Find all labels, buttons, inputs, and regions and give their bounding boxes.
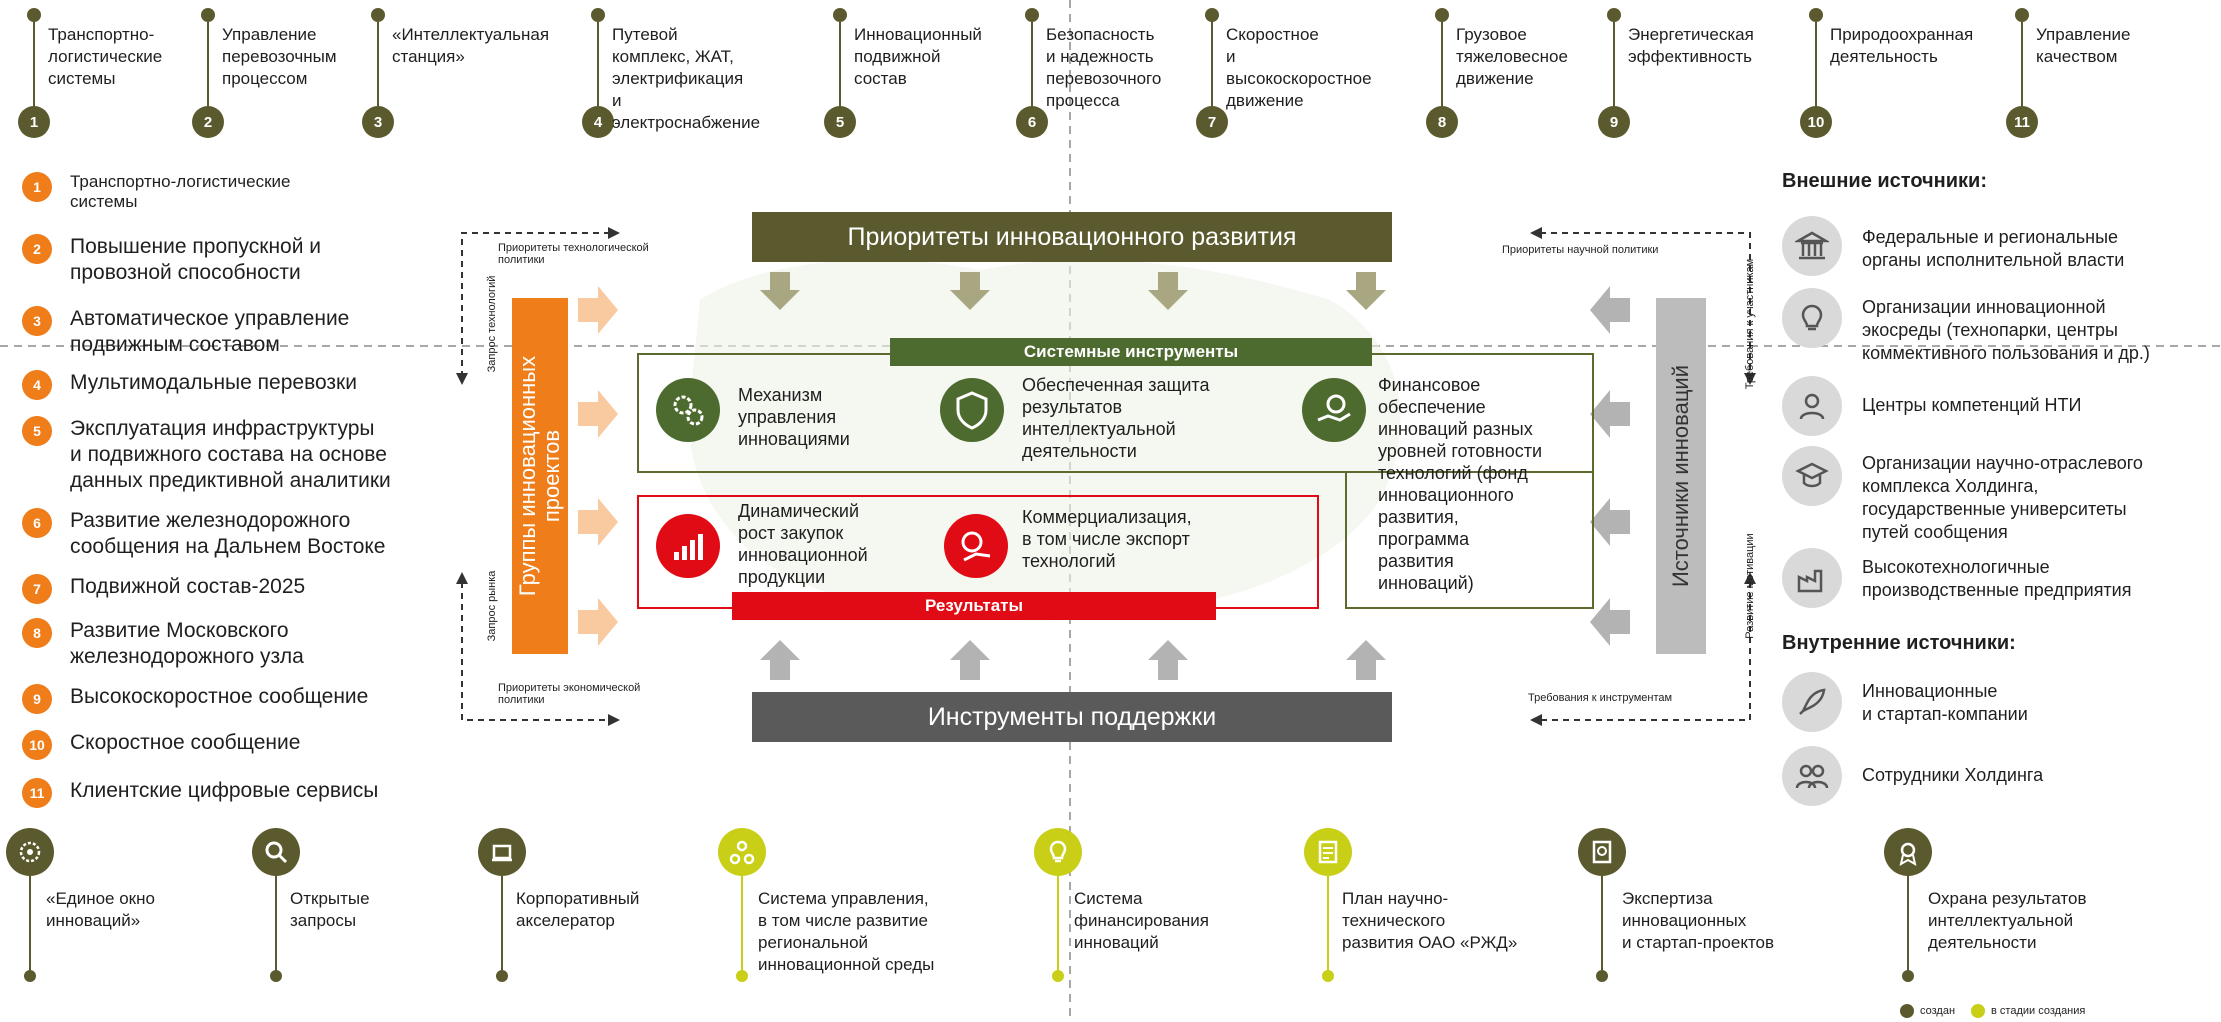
status-dot-created bbox=[1596, 970, 1608, 982]
tool-line bbox=[1057, 876, 1059, 972]
finance-bulb-icon bbox=[1034, 828, 1082, 876]
legend-created-label: создан bbox=[1920, 1005, 1956, 1017]
econ-priorities-label: Приоритеты экономической политики bbox=[498, 682, 641, 706]
internal-sources-header: Внутренние источники: bbox=[1782, 632, 2016, 654]
bottom-tool-2-label: Открытые запросы bbox=[290, 889, 370, 930]
person-icon bbox=[1782, 376, 1842, 436]
bottom-tool-3-label: Корпоративный акселератор bbox=[516, 889, 640, 930]
market-request-label: Запрос рынка bbox=[486, 570, 498, 642]
req-tools-label: Требования к инструментам bbox=[1528, 692, 1673, 704]
tool-line bbox=[29, 876, 31, 972]
money-hand-icon bbox=[1302, 378, 1366, 442]
system-tools-title: Системные инструменты bbox=[1023, 342, 1239, 361]
magnifier-icon bbox=[252, 828, 300, 876]
bottom-tool-6-label: План научно- технического развития ОАО «… bbox=[1342, 889, 1518, 952]
bottom-tool-1-label: «Единое окно инноваций» bbox=[46, 889, 155, 930]
government-icon bbox=[1782, 216, 1842, 276]
network-icon bbox=[718, 828, 766, 876]
tool-line bbox=[741, 876, 743, 972]
results-title: Результаты bbox=[924, 596, 1023, 615]
innovation-sources-bar: Источники инноваций bbox=[1656, 298, 1706, 654]
tech-request-label: Запрос технологий bbox=[486, 275, 498, 373]
window-icon bbox=[6, 828, 54, 876]
external-source-1: Федеральные и региональные органы исполн… bbox=[1862, 227, 2125, 270]
support-banner: Инструменты поддержки bbox=[752, 692, 1392, 742]
expertise-icon bbox=[1578, 828, 1626, 876]
graduation-icon bbox=[1782, 446, 1842, 506]
external-sources-header: Внешние источники: bbox=[1782, 170, 1987, 192]
people-icon bbox=[1782, 746, 1842, 806]
legend-created-swatch bbox=[1900, 1004, 1914, 1018]
status-dot-created bbox=[496, 970, 508, 982]
innovation-sources-title: Источники инноваций bbox=[1668, 365, 1693, 587]
tool-1-label: Механизм управления инновациями bbox=[738, 385, 850, 449]
tool-line bbox=[1327, 876, 1329, 972]
status-dot-created bbox=[270, 970, 282, 982]
bottom-tool-8-label: Охрана результатов интеллектуальной деят… bbox=[1928, 889, 2087, 952]
commerce-icon bbox=[944, 514, 1008, 578]
motivation-label: Развитие мотивации bbox=[1744, 533, 1756, 639]
shield-icon bbox=[940, 378, 1004, 442]
status-dot-in-progress bbox=[1322, 970, 1334, 982]
tool-line bbox=[275, 876, 277, 972]
internal-source-1: Инновационные и стартап-компании bbox=[1862, 681, 2028, 724]
project-groups-title: Группы инновационных проектов bbox=[515, 355, 564, 597]
sci-priorities-label: Приоритеты научной политики bbox=[1502, 244, 1659, 256]
result-1-label: Динамический рост закупок инновационной … bbox=[738, 501, 868, 587]
project-groups-bar: Группы инновационных проектов bbox=[512, 298, 568, 654]
legend-in-progress-label: в стадии создания bbox=[1991, 1005, 2086, 1017]
external-source-5: Высокотехнологичные производственные пре… bbox=[1862, 557, 2132, 600]
rocket-icon bbox=[1782, 672, 1842, 732]
tool-2-label: Обеспеченная защита результатов интеллек… bbox=[1022, 375, 1210, 461]
gears-icon bbox=[656, 378, 720, 442]
bottom-tool-7-label: Экспертиза инновационных и стартап-проек… bbox=[1622, 889, 1775, 952]
growth-chart-icon bbox=[656, 514, 720, 578]
status-dot-in-progress bbox=[736, 970, 748, 982]
tech-priorities-label: Приоритеты технологической политики bbox=[498, 242, 649, 266]
status-dot-created bbox=[1902, 970, 1914, 982]
results-banner: Результаты bbox=[732, 592, 1216, 620]
tool-line bbox=[501, 876, 503, 972]
legend: создан в стадии создания bbox=[1900, 1004, 2085, 1018]
external-source-3: Центры компетенций НТИ bbox=[1862, 395, 2082, 415]
status-dot-created bbox=[24, 970, 36, 982]
internal-source-2: Сотрудники Холдинга bbox=[1862, 765, 2044, 785]
priorities-banner: Приоритеты инновационного развития bbox=[752, 212, 1392, 262]
accelerator-icon bbox=[478, 828, 526, 876]
legend-in-progress-swatch bbox=[1971, 1004, 1986, 1018]
factory-icon bbox=[1782, 548, 1842, 608]
status-dot-in-progress bbox=[1052, 970, 1064, 982]
system-tools-banner: Системные инструменты bbox=[890, 338, 1372, 366]
support-title: Инструменты поддержки bbox=[927, 702, 1217, 731]
tool-line bbox=[1907, 876, 1909, 972]
protection-icon bbox=[1884, 828, 1932, 876]
bottom-tool-4-label: Система управления, в том числе развитие… bbox=[758, 889, 935, 974]
tool-line bbox=[1601, 876, 1603, 972]
result-2-label: Коммерциализация, в том числе экспорт те… bbox=[1022, 507, 1192, 571]
priorities-title: Приоритеты инновационного развития bbox=[847, 222, 1297, 251]
bottom-tool-5-label: Система финансирования инноваций bbox=[1074, 889, 1210, 952]
lightbulb-icon bbox=[1782, 288, 1842, 348]
plan-icon bbox=[1304, 828, 1352, 876]
external-source-2: Организации инновационной экосреды (техн… bbox=[1862, 297, 2150, 363]
req-participants-label: Требования к участникам bbox=[1744, 258, 1756, 390]
tool-3-label: Финансовое обеспечение инноваций разных … bbox=[1378, 375, 1543, 593]
external-source-4: Организации научно-отраслевого комплекса… bbox=[1862, 453, 2143, 542]
